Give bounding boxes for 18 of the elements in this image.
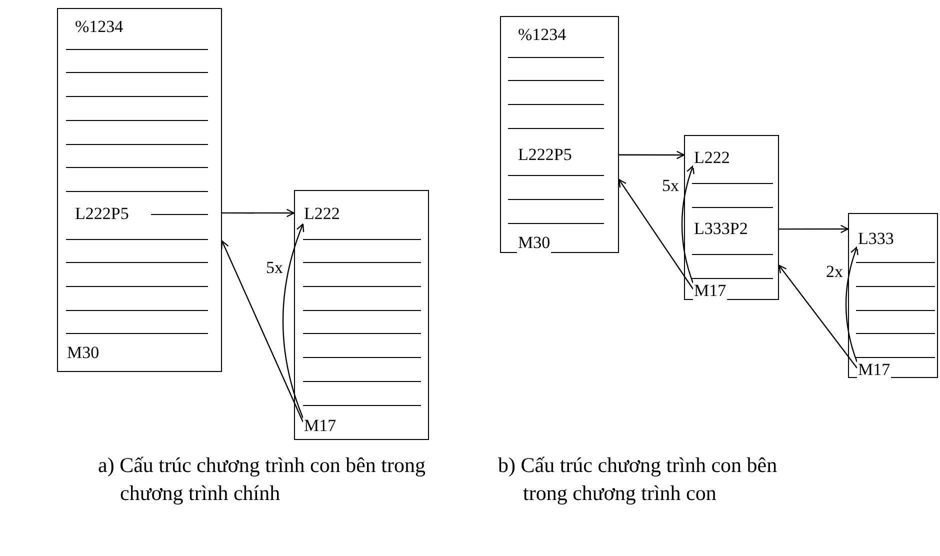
code-line-text: M17 xyxy=(857,360,892,380)
code-line-text: M17 xyxy=(693,281,728,301)
arrow xyxy=(779,224,849,234)
program-box xyxy=(684,135,779,300)
program-box xyxy=(500,16,619,253)
program-box xyxy=(294,190,429,440)
arrow xyxy=(681,165,695,284)
arrow xyxy=(845,246,859,362)
arrow xyxy=(619,150,685,160)
arrow xyxy=(222,208,295,218)
arrow xyxy=(282,223,304,418)
figure-caption: a) Cấu trúc chương trình con bên trong chương trình chính xyxy=(98,452,426,507)
program-box xyxy=(57,8,222,372)
arrow xyxy=(221,240,304,422)
arrow xyxy=(778,264,858,368)
figure-caption: b) Cấu trúc chương trình con bên trong chương trình con xyxy=(498,452,778,507)
arrow xyxy=(618,178,694,290)
program-box xyxy=(848,213,938,378)
